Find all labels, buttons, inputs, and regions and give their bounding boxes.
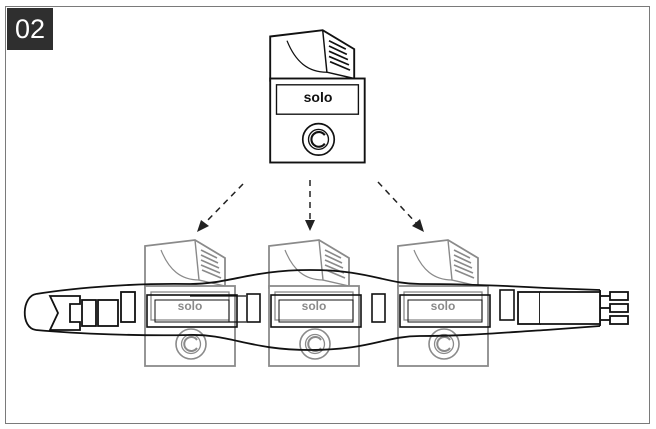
device-mounted-3-logo: solo xyxy=(431,299,456,313)
arrow-left-head xyxy=(197,220,209,232)
arrow-left xyxy=(203,183,244,225)
step-number-badge: 02 xyxy=(7,8,53,50)
strap-windows xyxy=(146,289,515,328)
strap-buckle xyxy=(48,291,136,331)
arrow-right xyxy=(377,181,418,225)
diagram-frame xyxy=(5,6,650,424)
arrow-right-head xyxy=(412,219,424,232)
arrow-center-head xyxy=(305,220,315,231)
device-mounted-1-logo: solo xyxy=(178,299,203,313)
device-top-logo: solo xyxy=(304,89,333,105)
device-mounted-2-logo: solo xyxy=(302,299,327,313)
strap-tail-connector xyxy=(517,291,629,325)
